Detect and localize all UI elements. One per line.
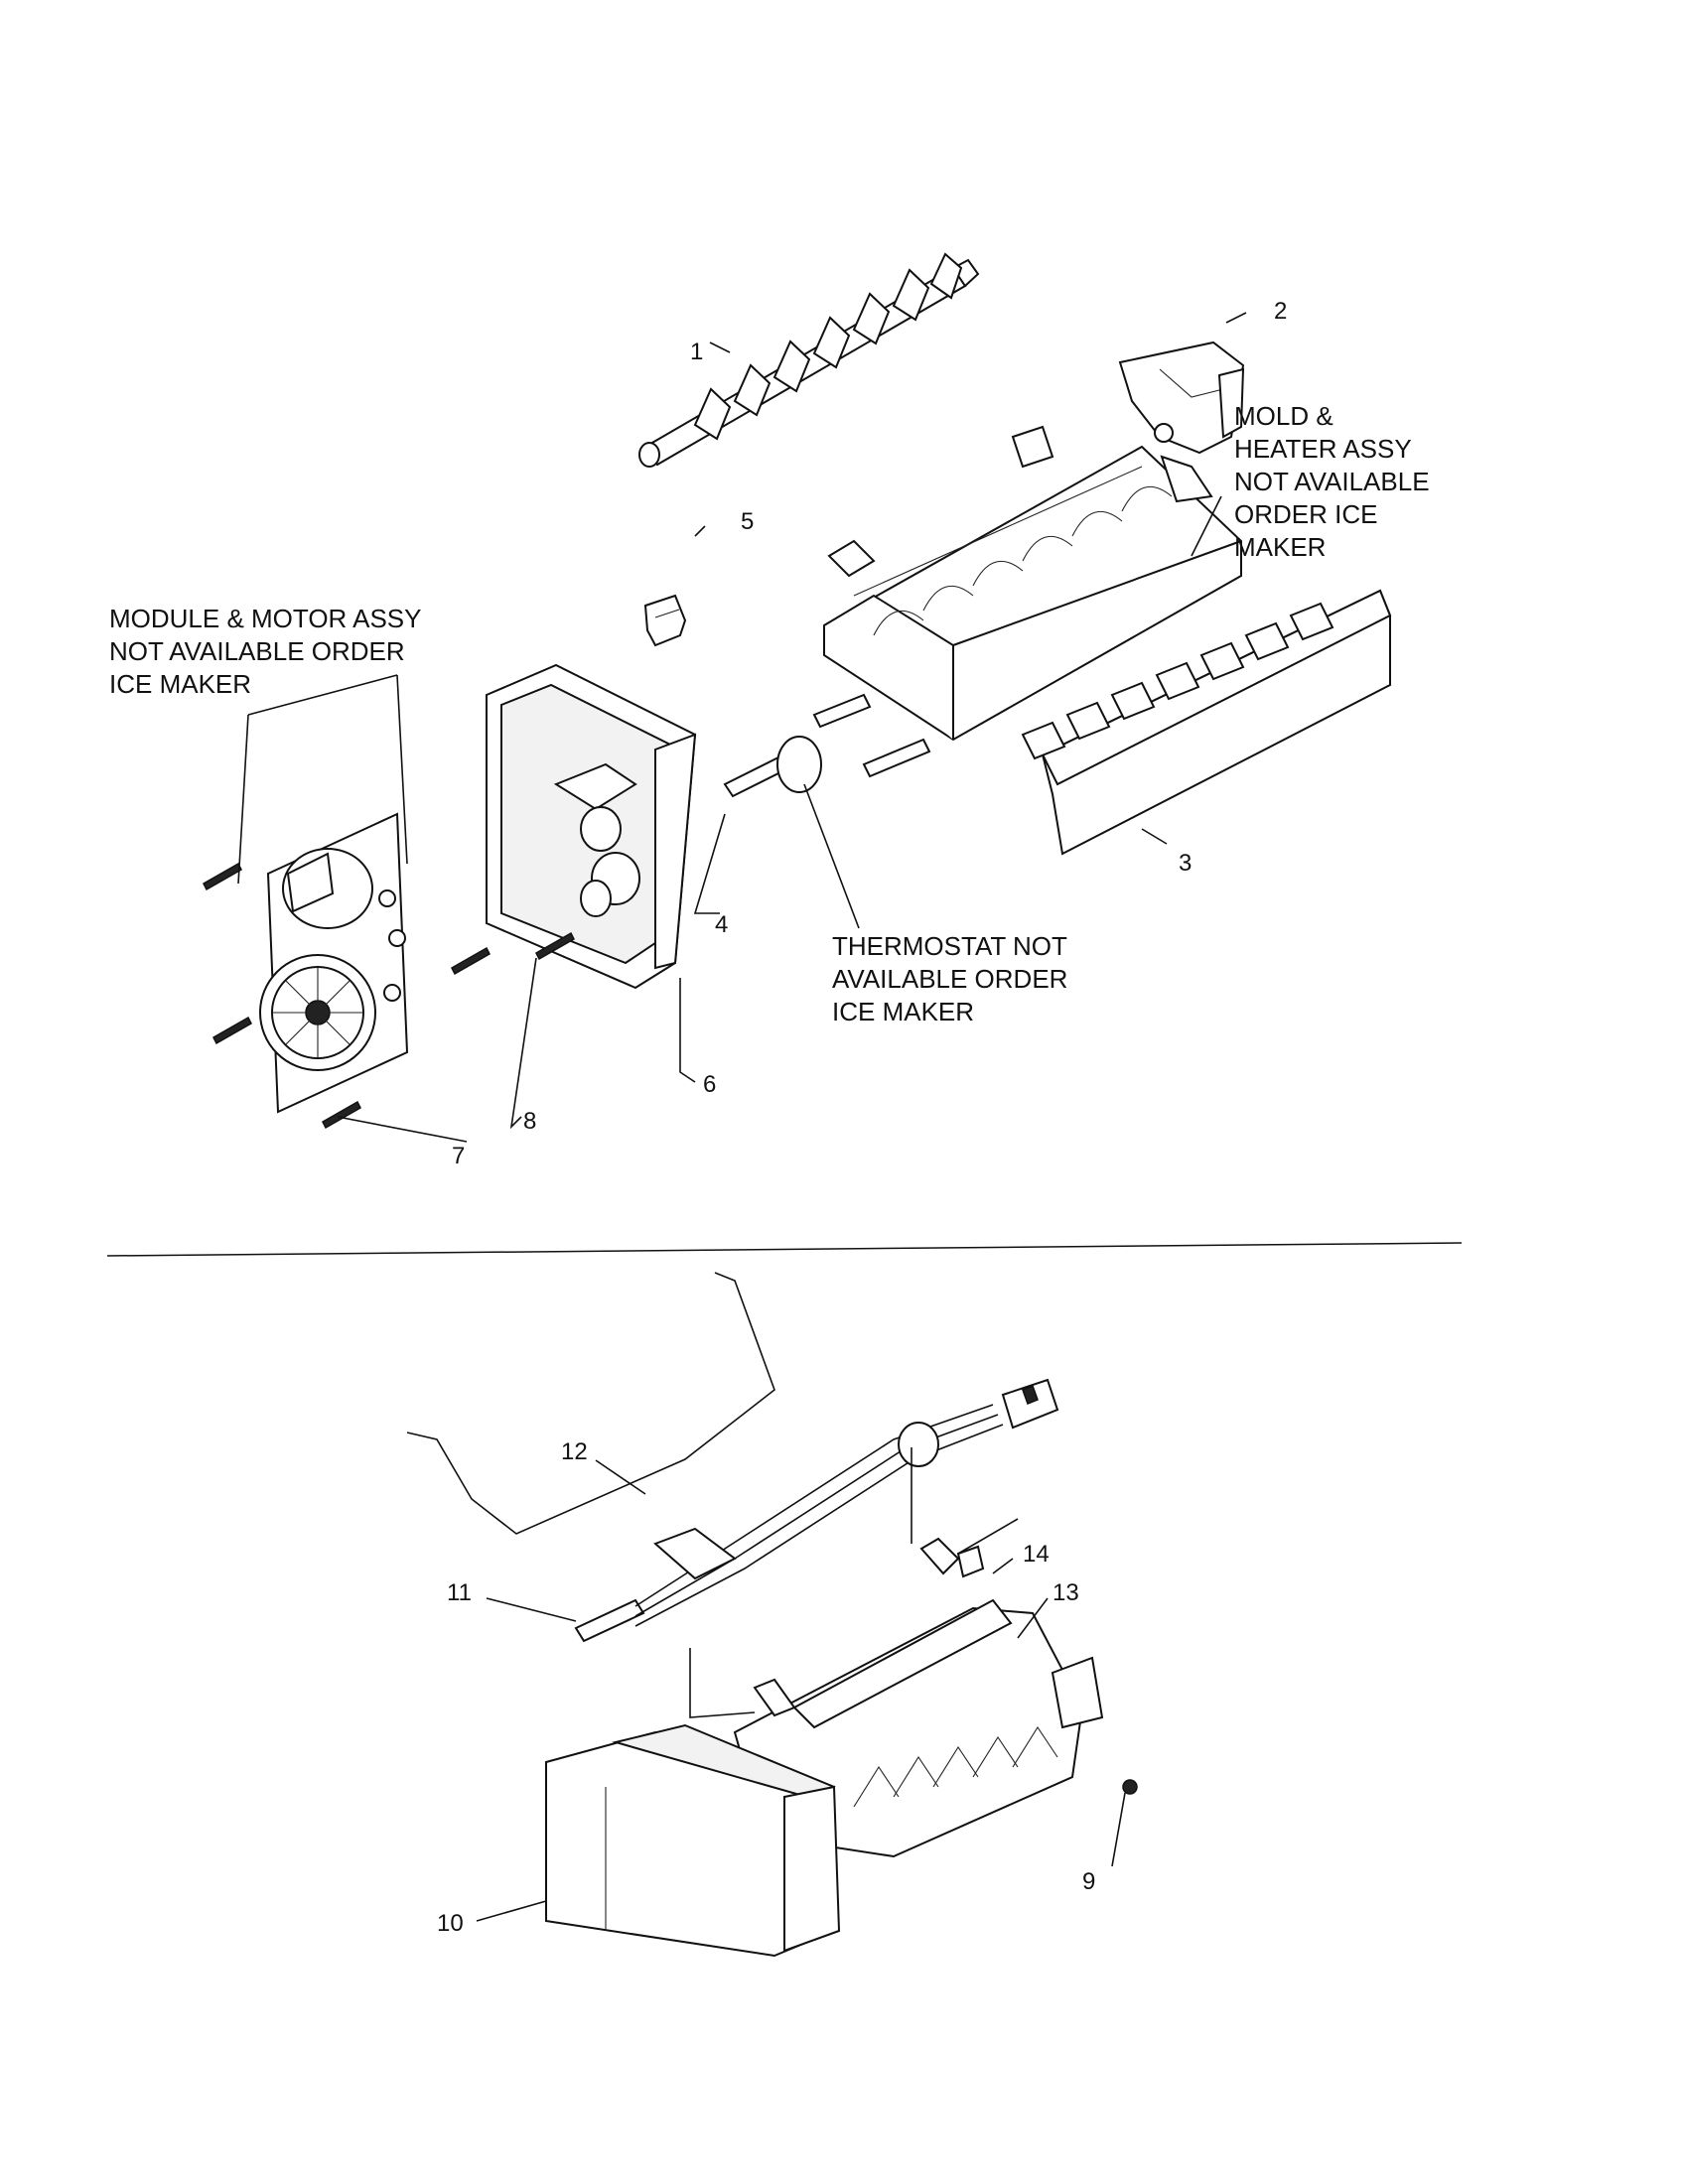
fill-arm-wire <box>406 1272 775 1535</box>
svg-text:ORDER ICE: ORDER ICE <box>1234 499 1377 529</box>
note-mold-heater: MOLD & HEATER ASSY NOT AVAILABLE ORDER I… <box>1234 401 1430 562</box>
stripper-part <box>1021 589 1392 856</box>
wire-harness <box>574 1378 1059 1643</box>
callout-10: 10 <box>437 1910 464 1937</box>
svg-text:THERMOSTAT NOT: THERMOSTAT NOT <box>832 931 1067 961</box>
callout-6: 6 <box>703 1071 716 1098</box>
svg-text:HEATER ASSY: HEATER ASSY <box>1234 434 1412 464</box>
callout-13: 13 <box>1052 1579 1079 1606</box>
clip-part <box>643 594 687 647</box>
ejector-shaft <box>638 252 980 468</box>
callout-9: 9 <box>1082 1868 1095 1895</box>
bracket-part <box>1118 341 1245 455</box>
mold-body <box>823 425 1242 742</box>
module-motor-assy <box>259 812 409 1114</box>
svg-text:AVAILABLE ORDER: AVAILABLE ORDER <box>832 964 1067 994</box>
callout-5: 5 <box>741 508 754 535</box>
screw-9 <box>1122 1779 1138 1795</box>
section-divider <box>106 1242 1463 1257</box>
svg-text:MAKER: MAKER <box>1234 532 1326 562</box>
front-cover <box>545 1723 841 1958</box>
leader-lines-bottom <box>476 1459 1126 1922</box>
callout-1: 1 <box>690 339 703 365</box>
callout-2: 2 <box>1274 298 1287 325</box>
thermostat-clip <box>911 1447 1019 1578</box>
svg-text:NOT AVAILABLE: NOT AVAILABLE <box>1234 467 1430 496</box>
callout-12: 12 <box>561 1438 588 1465</box>
callout-3: 3 <box>1179 850 1192 877</box>
callout-7: 7 <box>452 1143 465 1169</box>
shaft-pins <box>723 693 931 798</box>
callout-11: 11 <box>447 1579 472 1606</box>
leader-lines-top <box>237 312 1247 1143</box>
note-thermostat: THERMOSTAT NOT AVAILABLE ORDER ICE MAKER <box>832 931 1067 1026</box>
callout-8: 8 <box>523 1108 536 1135</box>
svg-text:MOLD &: MOLD & <box>1234 401 1333 431</box>
callout-14: 14 <box>1023 1541 1050 1568</box>
screw-7-and-8 <box>203 862 575 1130</box>
svg-text:NOT AVAILABLE ORDER: NOT AVAILABLE ORDER <box>109 636 405 666</box>
housing-part <box>486 663 697 990</box>
note-module-motor: MODULE & MOTOR ASSY NOT AVAILABLE ORDER … <box>109 604 421 699</box>
svg-text:MODULE & MOTOR ASSY: MODULE & MOTOR ASSY <box>109 604 421 633</box>
callout-4: 4 <box>715 911 728 938</box>
svg-text:ICE MAKER: ICE MAKER <box>832 997 974 1026</box>
svg-text:ICE MAKER: ICE MAKER <box>109 669 251 699</box>
